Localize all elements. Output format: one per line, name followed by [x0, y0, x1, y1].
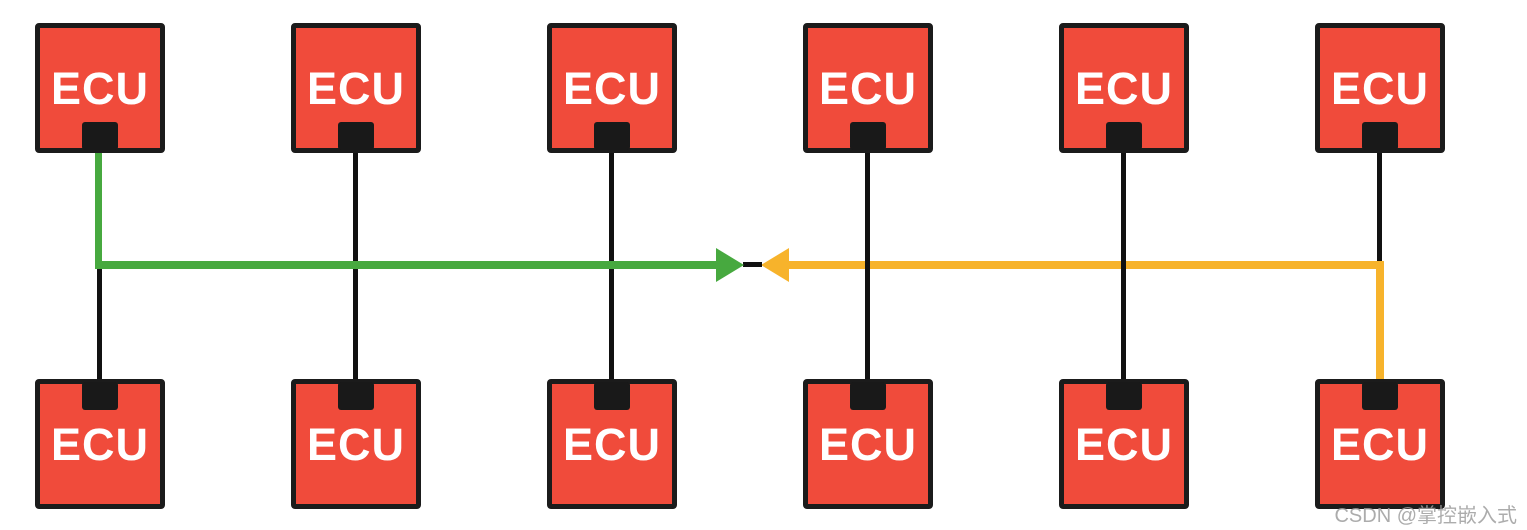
- ecu-label: ECU: [1330, 62, 1429, 114]
- ecu-node-top-4: ECU: [803, 23, 933, 153]
- ecu-node-bottom-4: ECU: [803, 379, 933, 509]
- connector-tab: [594, 382, 630, 410]
- wire-col6-orange-lower: [1376, 261, 1384, 383]
- watermark-text: CSDN @掌控嵌入式: [1334, 505, 1517, 527]
- connector-tab: [338, 122, 374, 150]
- connector-tab: [1362, 382, 1398, 410]
- connector-tab: [594, 122, 630, 150]
- connector-tab: [1362, 122, 1398, 150]
- ecu-label: ECU: [50, 418, 149, 470]
- ecu-node-top-2: ECU: [291, 23, 421, 153]
- ecu-label: ECU: [1074, 62, 1173, 114]
- arrow-right-icon: [716, 248, 744, 282]
- wire-col1-green-upper: [95, 148, 102, 269]
- connector-tab: [1106, 382, 1142, 410]
- ecu-label: ECU: [1074, 418, 1173, 470]
- bus-center-segment: [743, 262, 762, 267]
- ecu-node-top-5: ECU: [1059, 23, 1189, 153]
- ecu-node-top-3: ECU: [547, 23, 677, 153]
- wire-col5: [1121, 148, 1126, 383]
- ecu-label: ECU: [562, 418, 661, 470]
- ecu-label: ECU: [818, 418, 917, 470]
- connector-tab: [82, 382, 118, 410]
- ecu-label: ECU: [562, 62, 661, 114]
- connector-tab: [1106, 122, 1142, 150]
- ecu-node-bottom-5: ECU: [1059, 379, 1189, 509]
- ecu-node-bottom-3: ECU: [547, 379, 677, 509]
- connector-tab: [850, 382, 886, 410]
- connector-tab: [338, 382, 374, 410]
- ecu-node-bottom-1: ECU: [35, 379, 165, 509]
- wire-col1-black-lower: [97, 265, 102, 383]
- arrow-left-icon: [761, 248, 789, 282]
- ecu-label: ECU: [50, 62, 149, 114]
- ecu-label: ECU: [306, 418, 405, 470]
- connector-tab: [850, 122, 886, 150]
- ecu-node-bottom-2: ECU: [291, 379, 421, 509]
- ecu-label: ECU: [306, 62, 405, 114]
- ecu-label: ECU: [1330, 418, 1429, 470]
- connector-tab: [82, 122, 118, 150]
- ecu-node-top-6: ECU: [1315, 23, 1445, 153]
- bus-line-orange: [789, 261, 1384, 269]
- wire-col6-black-upper: [1377, 148, 1382, 261]
- ecu-label: ECU: [818, 62, 917, 114]
- wire-col4: [865, 148, 870, 383]
- ecu-node-bottom-6: ECU: [1315, 379, 1445, 509]
- bus-line-green: [95, 261, 716, 269]
- ecu-node-top-1: ECU: [35, 23, 165, 153]
